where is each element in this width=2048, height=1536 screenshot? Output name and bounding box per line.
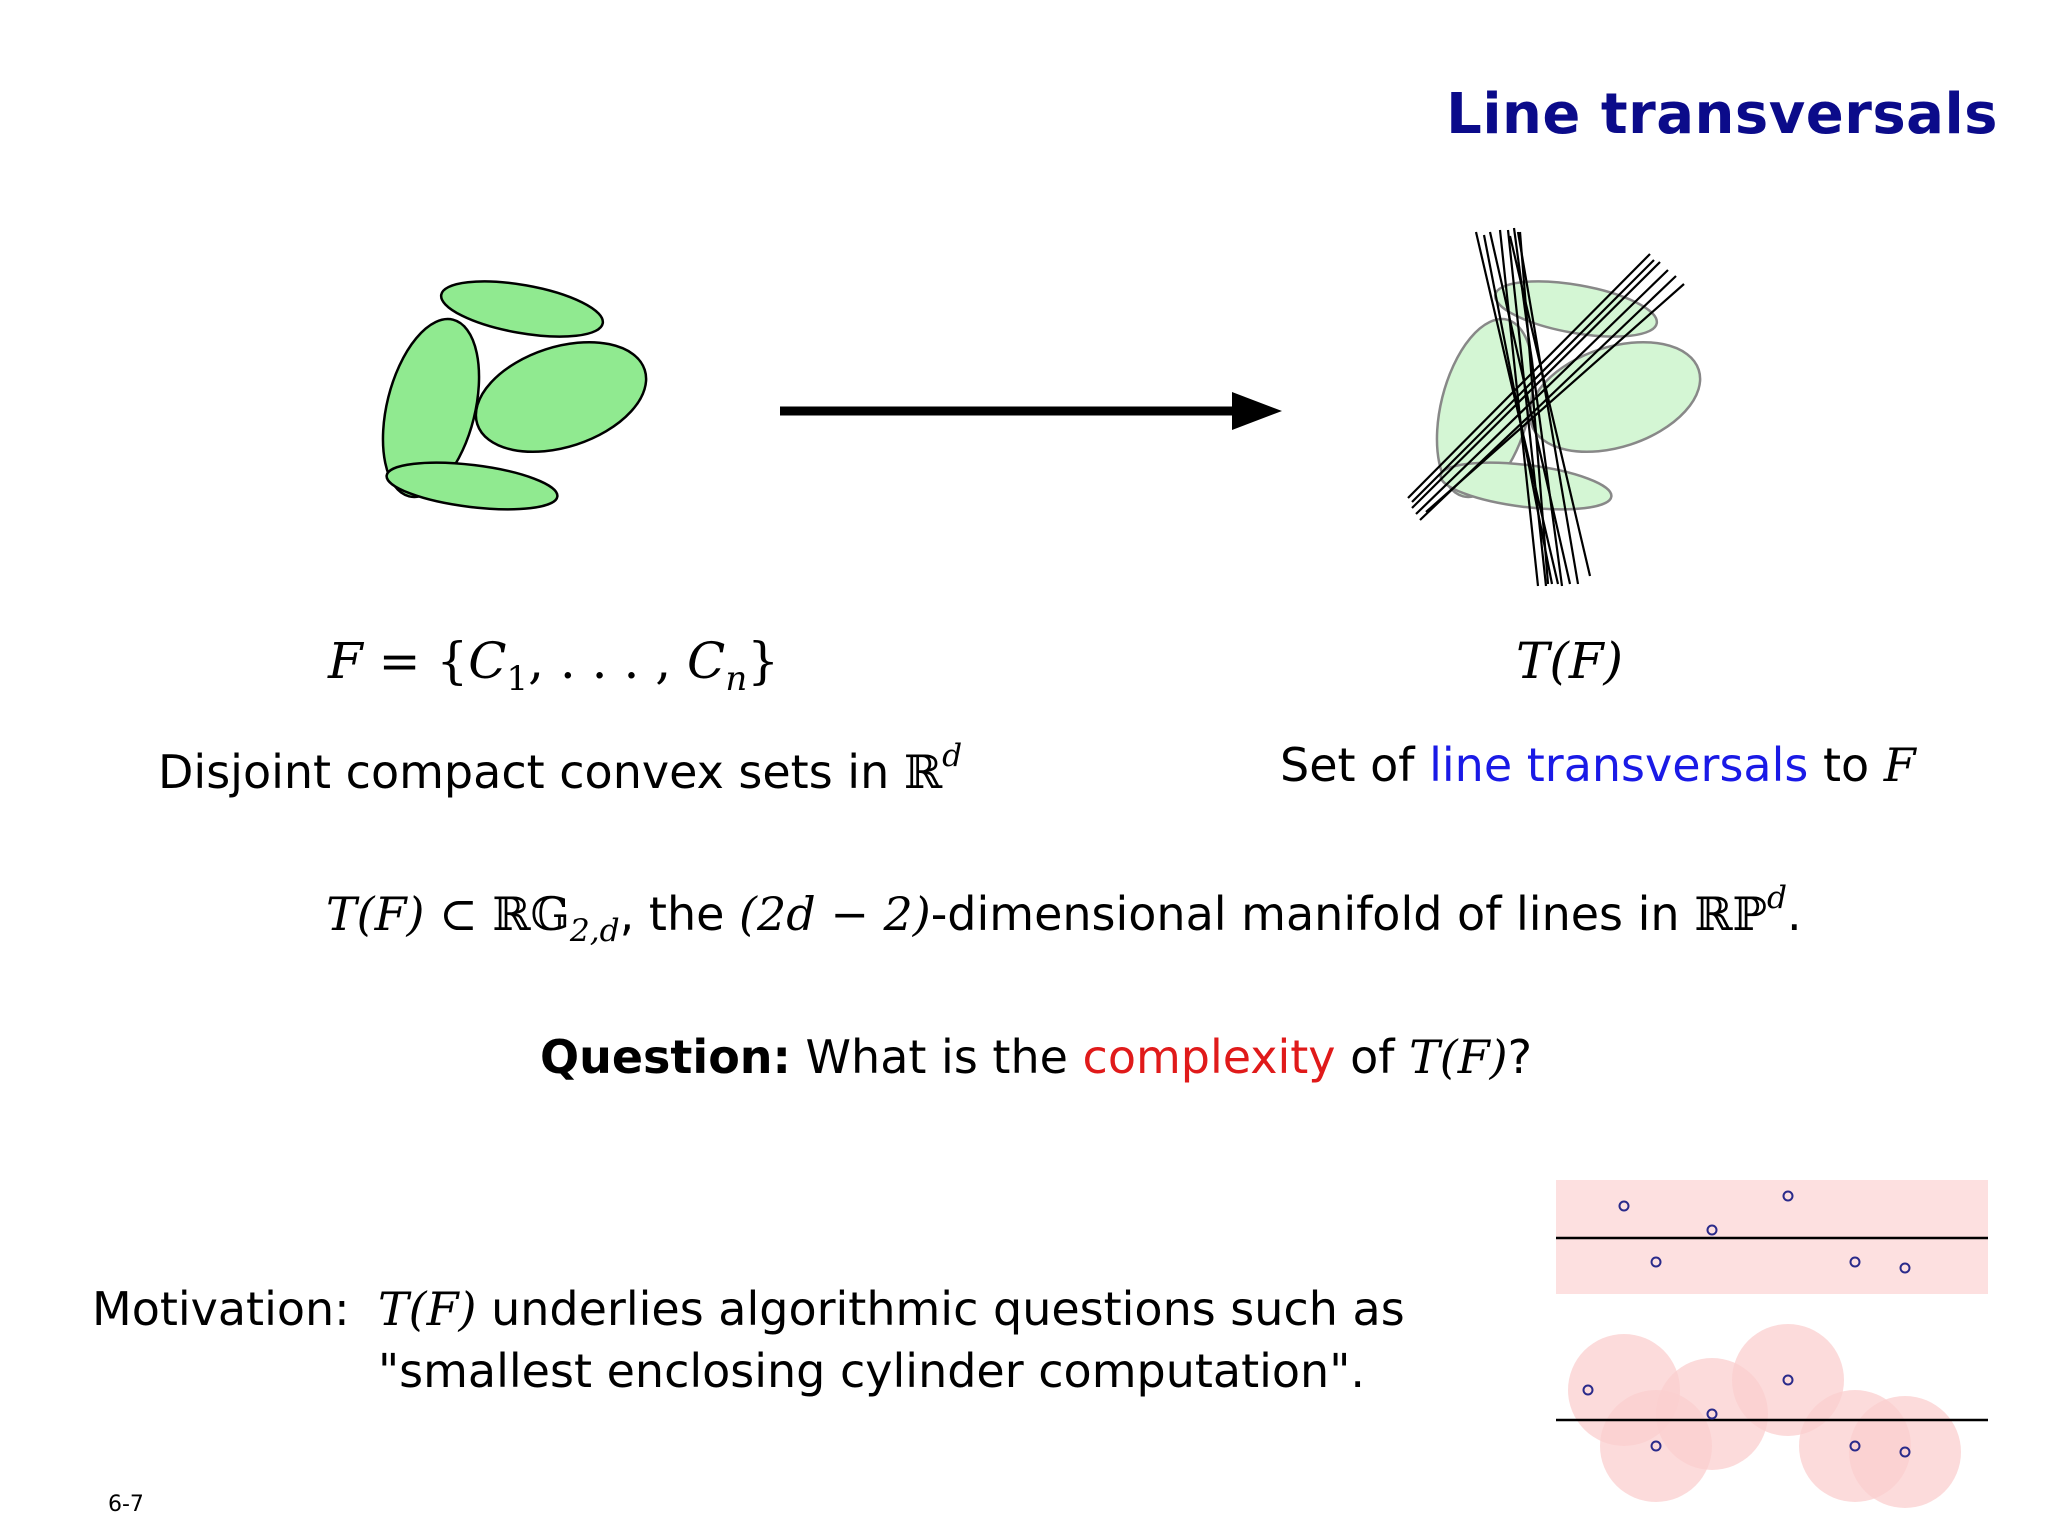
cylinder-band-figure bbox=[1556, 1180, 1988, 1294]
disk-center-point bbox=[1782, 1374, 1794, 1386]
disk-center-point bbox=[1582, 1384, 1594, 1396]
motivation-label: Motivation: bbox=[92, 1282, 350, 1336]
transversal-lines bbox=[1407, 227, 1685, 587]
motivation-text: T(F) underlies algorithmic questions suc… bbox=[378, 1282, 1405, 1398]
disk-center-point bbox=[1849, 1440, 1861, 1452]
disk-center-point bbox=[1899, 1446, 1911, 1458]
manifold-statement: T(F) ⊂ ℝ𝔾2,d, the (2d − 2)-dimensional m… bbox=[326, 880, 1802, 949]
disk-center-point bbox=[1650, 1440, 1662, 1452]
convex-set-top bbox=[439, 280, 605, 338]
band-point bbox=[1782, 1190, 1794, 1202]
convex-sets-figure bbox=[381, 280, 648, 511]
band-point bbox=[1706, 1224, 1718, 1236]
family-formula: F = {C1, . . . , Cn} bbox=[328, 632, 780, 699]
band-point bbox=[1849, 1256, 1861, 1268]
left-caption: Disjoint compact convex sets in ℝd bbox=[158, 738, 963, 799]
question-label: Question: bbox=[540, 1030, 791, 1084]
transversals-figure bbox=[1407, 227, 1702, 587]
disks-figure bbox=[1556, 1324, 1988, 1508]
disk bbox=[1600, 1390, 1712, 1502]
convex-set-right bbox=[474, 340, 648, 454]
band-point bbox=[1899, 1262, 1911, 1274]
arrow-icon bbox=[780, 392, 1282, 430]
convex-set-bottom bbox=[385, 461, 559, 511]
disk-center-point bbox=[1706, 1408, 1718, 1420]
page-number: 6-7 bbox=[108, 1492, 144, 1517]
question-statement: Question: What is the complexity of T(F)… bbox=[540, 1030, 1533, 1084]
line-transversals-link: line transversals bbox=[1429, 738, 1809, 792]
complexity-highlight: complexity bbox=[1082, 1030, 1336, 1084]
right-caption: Set of line transversals to F bbox=[1280, 738, 1916, 792]
band-point bbox=[1618, 1200, 1630, 1212]
band-point bbox=[1650, 1256, 1662, 1268]
convex-set-left bbox=[381, 317, 481, 499]
transversal-formula: T(F) bbox=[1516, 632, 1624, 690]
disk bbox=[1849, 1396, 1961, 1508]
slide-title: Line transversals bbox=[1446, 82, 1998, 147]
